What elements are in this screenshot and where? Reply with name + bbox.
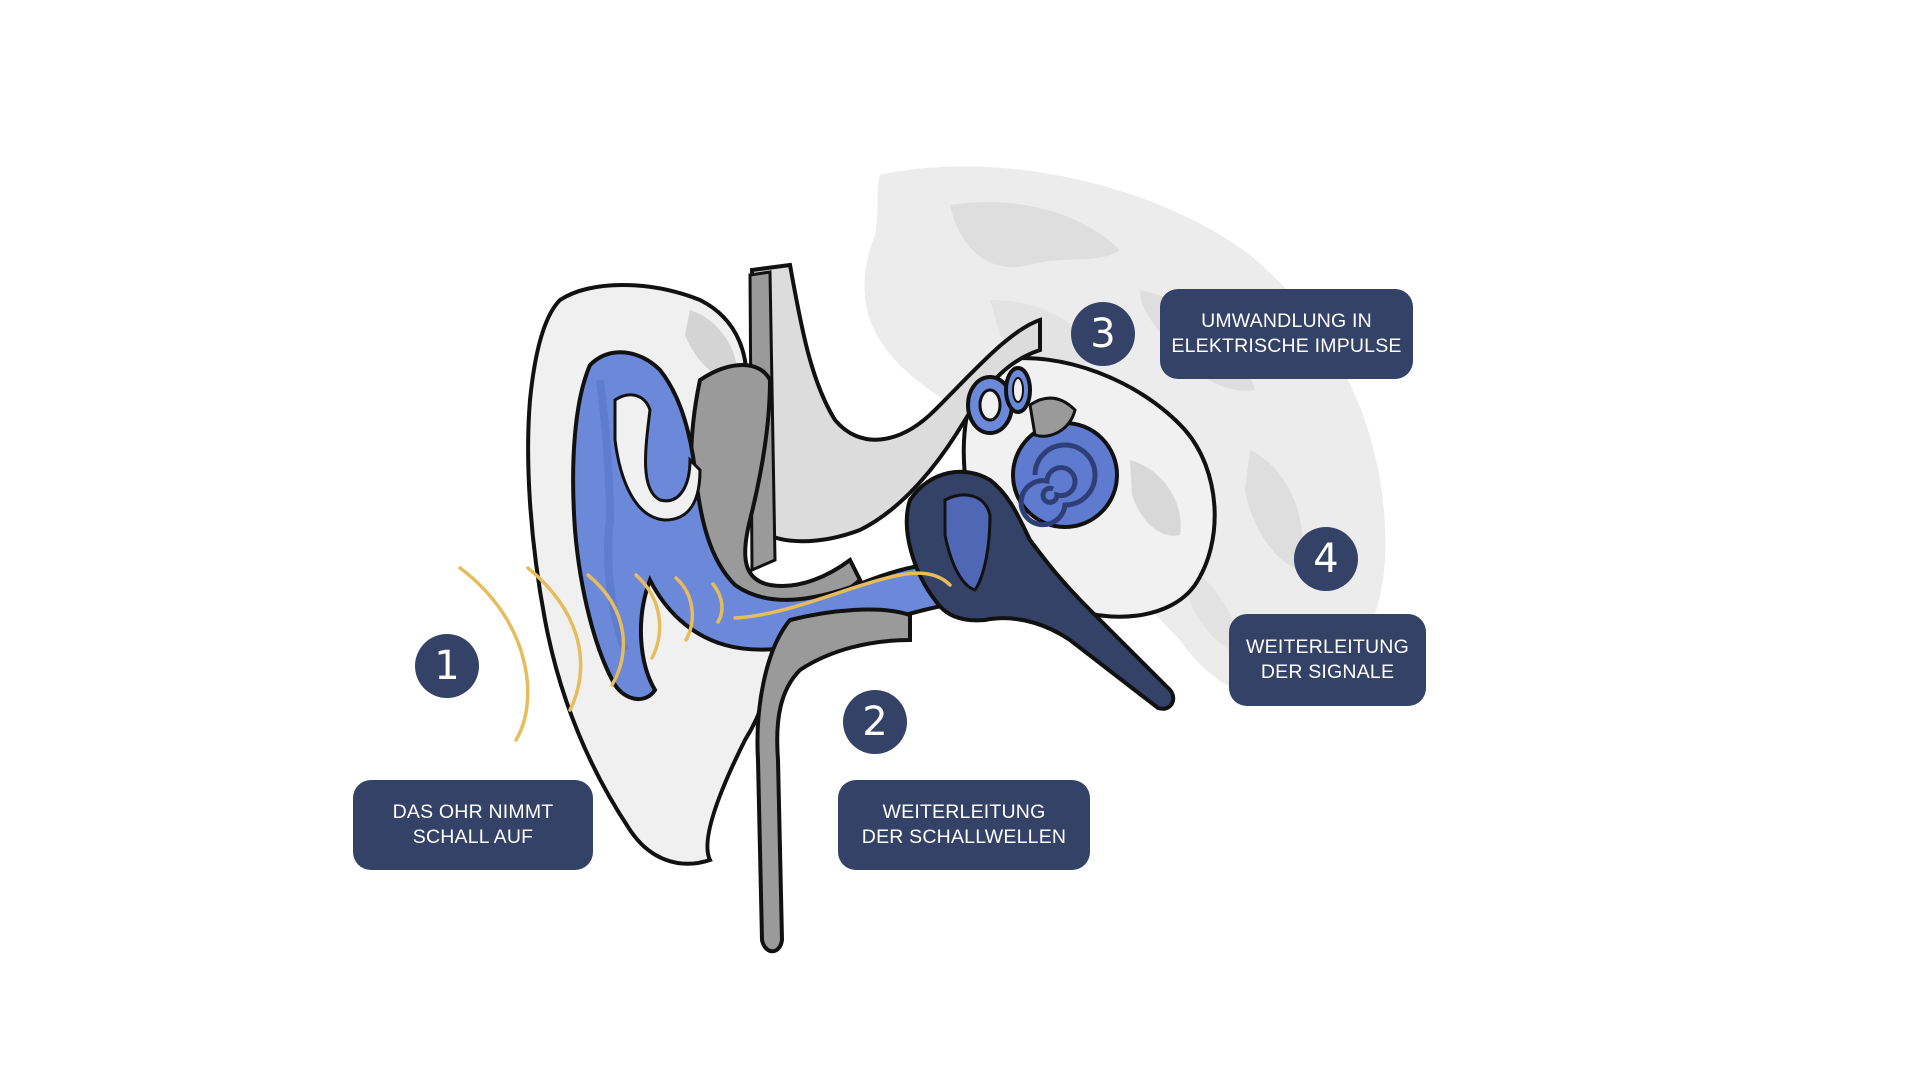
cochlea — [966, 366, 1119, 529]
step-3-label-line1: UMWANDLUNG IN — [1201, 310, 1372, 333]
step-1-badge: 1 — [415, 634, 479, 698]
neck-section — [755, 607, 912, 954]
step-4-badge: 4 — [1294, 527, 1358, 591]
step-2-badge: 2 — [843, 690, 907, 754]
step-4-label-line2: DER SIGNALE — [1260, 661, 1395, 683]
step-1-label: DAS OHR NIMMT SCHALL AUF — [353, 780, 593, 870]
sound-waves — [458, 566, 952, 742]
middle-ear — [904, 469, 1176, 711]
step-3-label: UMWANDLUNG IN ELEKTRISCHE IMPULSE — [1160, 289, 1413, 379]
step-3-badge: 3 — [1071, 302, 1135, 366]
step-1-label-line1: DAS OHR NIMMT — [392, 801, 554, 824]
step-4-label: WEITERLEITUNG DER SIGNALE — [1229, 614, 1426, 706]
step-4-label-line1: WEITERLEITUNG — [1246, 636, 1409, 659]
step-1-label-line2: SCHALL AUF — [412, 826, 534, 848]
step-3-label-line2: ELEKTRISCHE IMPULSE — [1171, 335, 1402, 357]
step-2-label: WEITERLEITUNG DER SCHALLWELLEN — [838, 780, 1090, 870]
step-2-label-line1: WEITERLEITUNG — [882, 801, 1046, 824]
step-2-label-line2: DER SCHALLWELLEN — [861, 826, 1067, 848]
